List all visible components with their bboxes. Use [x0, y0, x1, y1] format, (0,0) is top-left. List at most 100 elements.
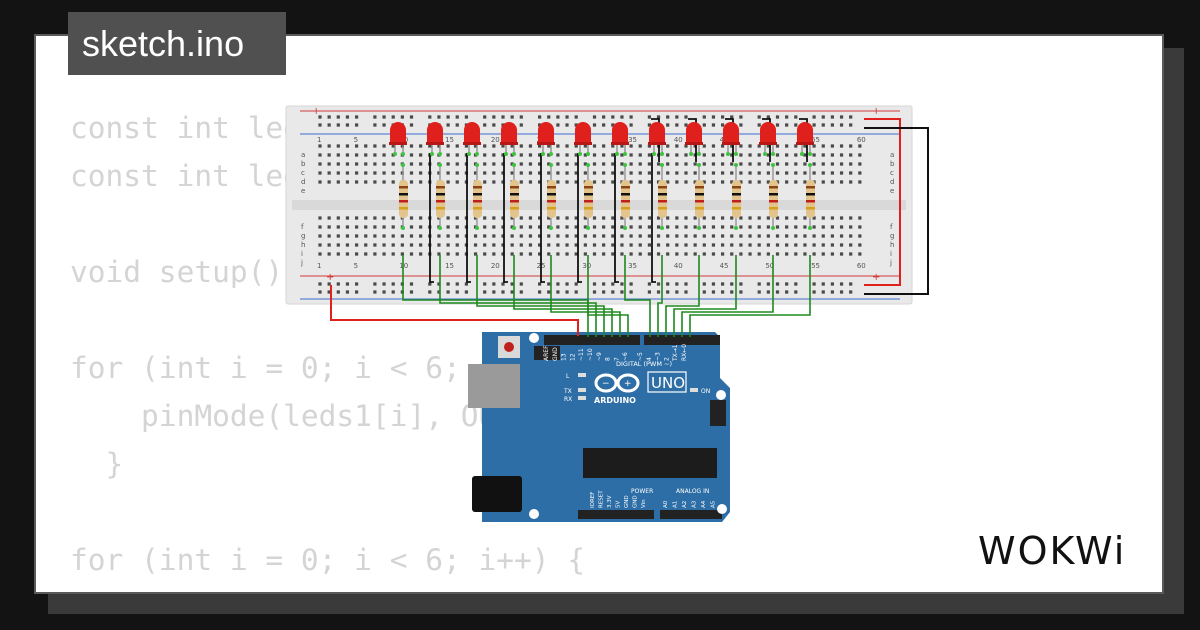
red-led	[723, 122, 739, 144]
connection-dot	[401, 163, 405, 167]
row-label: i	[890, 250, 892, 258]
resistor-band	[473, 193, 482, 196]
digital-pin-label: AREF	[543, 345, 550, 361]
icsp-header	[534, 346, 560, 360]
connection-dot	[586, 226, 590, 230]
resistor-band	[584, 186, 593, 189]
row-label: a	[301, 151, 305, 159]
resistor-band	[732, 193, 741, 196]
connection-dot	[504, 152, 508, 156]
connection-dot	[401, 226, 405, 230]
digital-header-right	[644, 335, 720, 345]
ground-jumper	[762, 118, 771, 162]
led-base	[796, 142, 814, 145]
code-line: for (int i = 0; i < 6; i++) {	[70, 543, 586, 577]
resistor-band	[399, 186, 408, 189]
connection-dot	[615, 152, 619, 156]
led-base	[389, 142, 407, 145]
resistor-band	[806, 200, 815, 203]
led-base	[426, 142, 444, 145]
resistor	[510, 180, 519, 218]
signal-wire	[624, 255, 651, 337]
power-pin-label: RESET	[599, 490, 605, 508]
column-label: 45	[720, 262, 729, 270]
ground-jumper	[725, 118, 734, 162]
microcontroller-chip	[583, 448, 717, 478]
resistor-band	[436, 207, 445, 210]
resistor-band	[584, 200, 593, 203]
icsp-header-2	[710, 400, 726, 426]
analog-pin-label: A5	[711, 500, 717, 508]
row-label: i	[301, 250, 303, 258]
connection-dot	[578, 152, 582, 156]
rail-plus-label: +	[312, 106, 320, 117]
led-base	[759, 142, 777, 145]
signal-wire	[550, 255, 621, 337]
connection-dot	[689, 152, 693, 156]
ground-wire-black	[864, 127, 929, 295]
column-label: 10	[399, 262, 408, 270]
resistor-band	[695, 193, 704, 196]
resistor-band	[547, 200, 556, 203]
connection-dot	[467, 152, 471, 156]
power-pin-label: GND	[624, 495, 630, 508]
column-label: 20	[491, 262, 500, 270]
power-pin-label: 3.3V	[607, 495, 613, 508]
resistor	[584, 180, 593, 218]
digital-pin-label: 12	[569, 353, 576, 361]
row-label: h	[301, 241, 305, 249]
signal-wire	[665, 255, 700, 337]
resistor-band	[621, 207, 630, 210]
red-led	[390, 122, 406, 144]
connection-dot	[475, 163, 479, 167]
resistor-band	[769, 207, 778, 210]
column-label: 50	[765, 262, 774, 270]
row-label: d	[301, 178, 305, 186]
connection-dot	[771, 152, 775, 156]
connection-dot	[771, 226, 775, 230]
signal-wire	[673, 255, 737, 337]
wokwi-logo: WOKWi	[978, 529, 1124, 573]
analog-label: ANALOG IN	[676, 488, 709, 495]
digital-pin-label: TX→1	[672, 344, 679, 362]
led-base	[537, 142, 555, 145]
red-led	[427, 122, 443, 144]
column-label: 1	[317, 262, 321, 270]
column-label: 55	[811, 262, 820, 270]
resistor-band	[584, 207, 593, 210]
connection-dot	[549, 152, 553, 156]
connection-dot	[697, 152, 701, 156]
power-label: POWER	[631, 488, 653, 495]
connection-dot	[623, 152, 627, 156]
connection-dot	[808, 163, 812, 167]
resistor-band	[473, 200, 482, 203]
connection-dot	[586, 163, 590, 167]
digital-pin-label: ~3	[655, 352, 662, 361]
column-label: 1	[317, 136, 321, 144]
resistor-band	[473, 186, 482, 189]
resistor-band	[806, 186, 815, 189]
arduino-logo: − +	[594, 373, 640, 393]
row-label: e	[301, 187, 305, 195]
ground-jumper	[614, 153, 619, 283]
digital-label: DIGITAL (PWM ~)	[616, 360, 672, 368]
led-base	[500, 142, 518, 145]
digital-pin-label: 7	[613, 357, 620, 361]
led-label-rx: RX	[564, 396, 572, 403]
sketch-title[interactable]: sketch.ino	[68, 12, 286, 75]
connection-dot	[763, 152, 767, 156]
resistor	[806, 180, 815, 218]
column-label: 60	[857, 136, 866, 144]
ground-jumper	[429, 153, 434, 283]
column-label: 5	[354, 262, 358, 270]
power-wire-red	[864, 118, 901, 286]
power-jack	[472, 476, 522, 512]
connection-dot	[660, 226, 664, 230]
resistor-band	[436, 193, 445, 196]
resistor-band	[510, 207, 519, 210]
power-header	[578, 510, 654, 519]
red-led	[797, 122, 813, 144]
resistor	[399, 180, 408, 218]
ground-jumper	[651, 153, 656, 283]
